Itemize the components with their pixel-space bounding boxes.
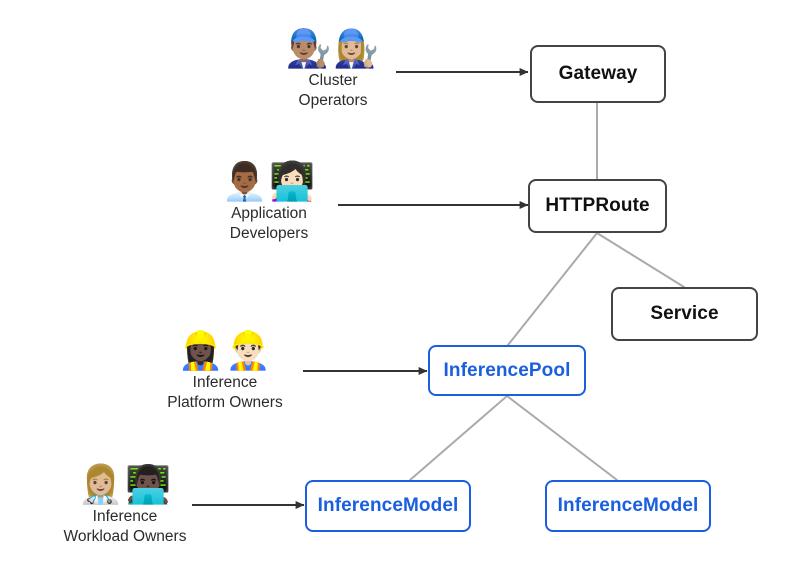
actor-arrows xyxy=(192,68,529,509)
woman-construction-worker-icon-and-man-construction-worker-icon: 👷🏿‍♀️👷🏻‍♂️ xyxy=(177,329,273,372)
actor-label-line2: Platform Owners xyxy=(167,393,283,411)
connector-inferencepool-inferencemodel-right xyxy=(506,395,618,481)
actor-label-line1: Inference xyxy=(192,373,258,391)
connector-inferencepool-inferencemodel-left xyxy=(409,395,508,481)
actor-label-line2: Workload Owners xyxy=(63,527,187,545)
connector-httproute-service xyxy=(596,232,685,288)
node-httproute[interactable]: HTTPRoute xyxy=(528,179,667,233)
actor-label-line1: Inference xyxy=(92,507,158,525)
woman-health-worker-icon-and-man-technologist-icon: 👩🏼‍⚕️👨🏿‍💻 xyxy=(77,463,173,506)
node-gateway[interactable]: Gateway xyxy=(530,45,666,103)
man-mechanic-icon-and-woman-mechanic-icon: 👨🏽‍🔧👩🏼‍🔧 xyxy=(285,27,381,70)
node-inferencemodel-right[interactable]: InferenceModel xyxy=(545,480,711,532)
actor-label-line1: Application xyxy=(231,204,307,222)
node-inferencepool[interactable]: InferencePool xyxy=(428,345,586,396)
actor-label-line2: Operators xyxy=(298,91,368,109)
node-service[interactable]: Service xyxy=(611,287,758,341)
man-office-worker-icon-and-woman-technologist-icon: 👨🏾‍💼👩🏻‍💻 xyxy=(221,160,317,203)
actor-label-line1: Cluster xyxy=(308,71,358,89)
node-inferencemodel-left[interactable]: InferenceModel xyxy=(305,480,471,532)
actor-label-line2: Developers xyxy=(229,224,309,242)
connector-httproute-inferencepool xyxy=(507,232,598,346)
